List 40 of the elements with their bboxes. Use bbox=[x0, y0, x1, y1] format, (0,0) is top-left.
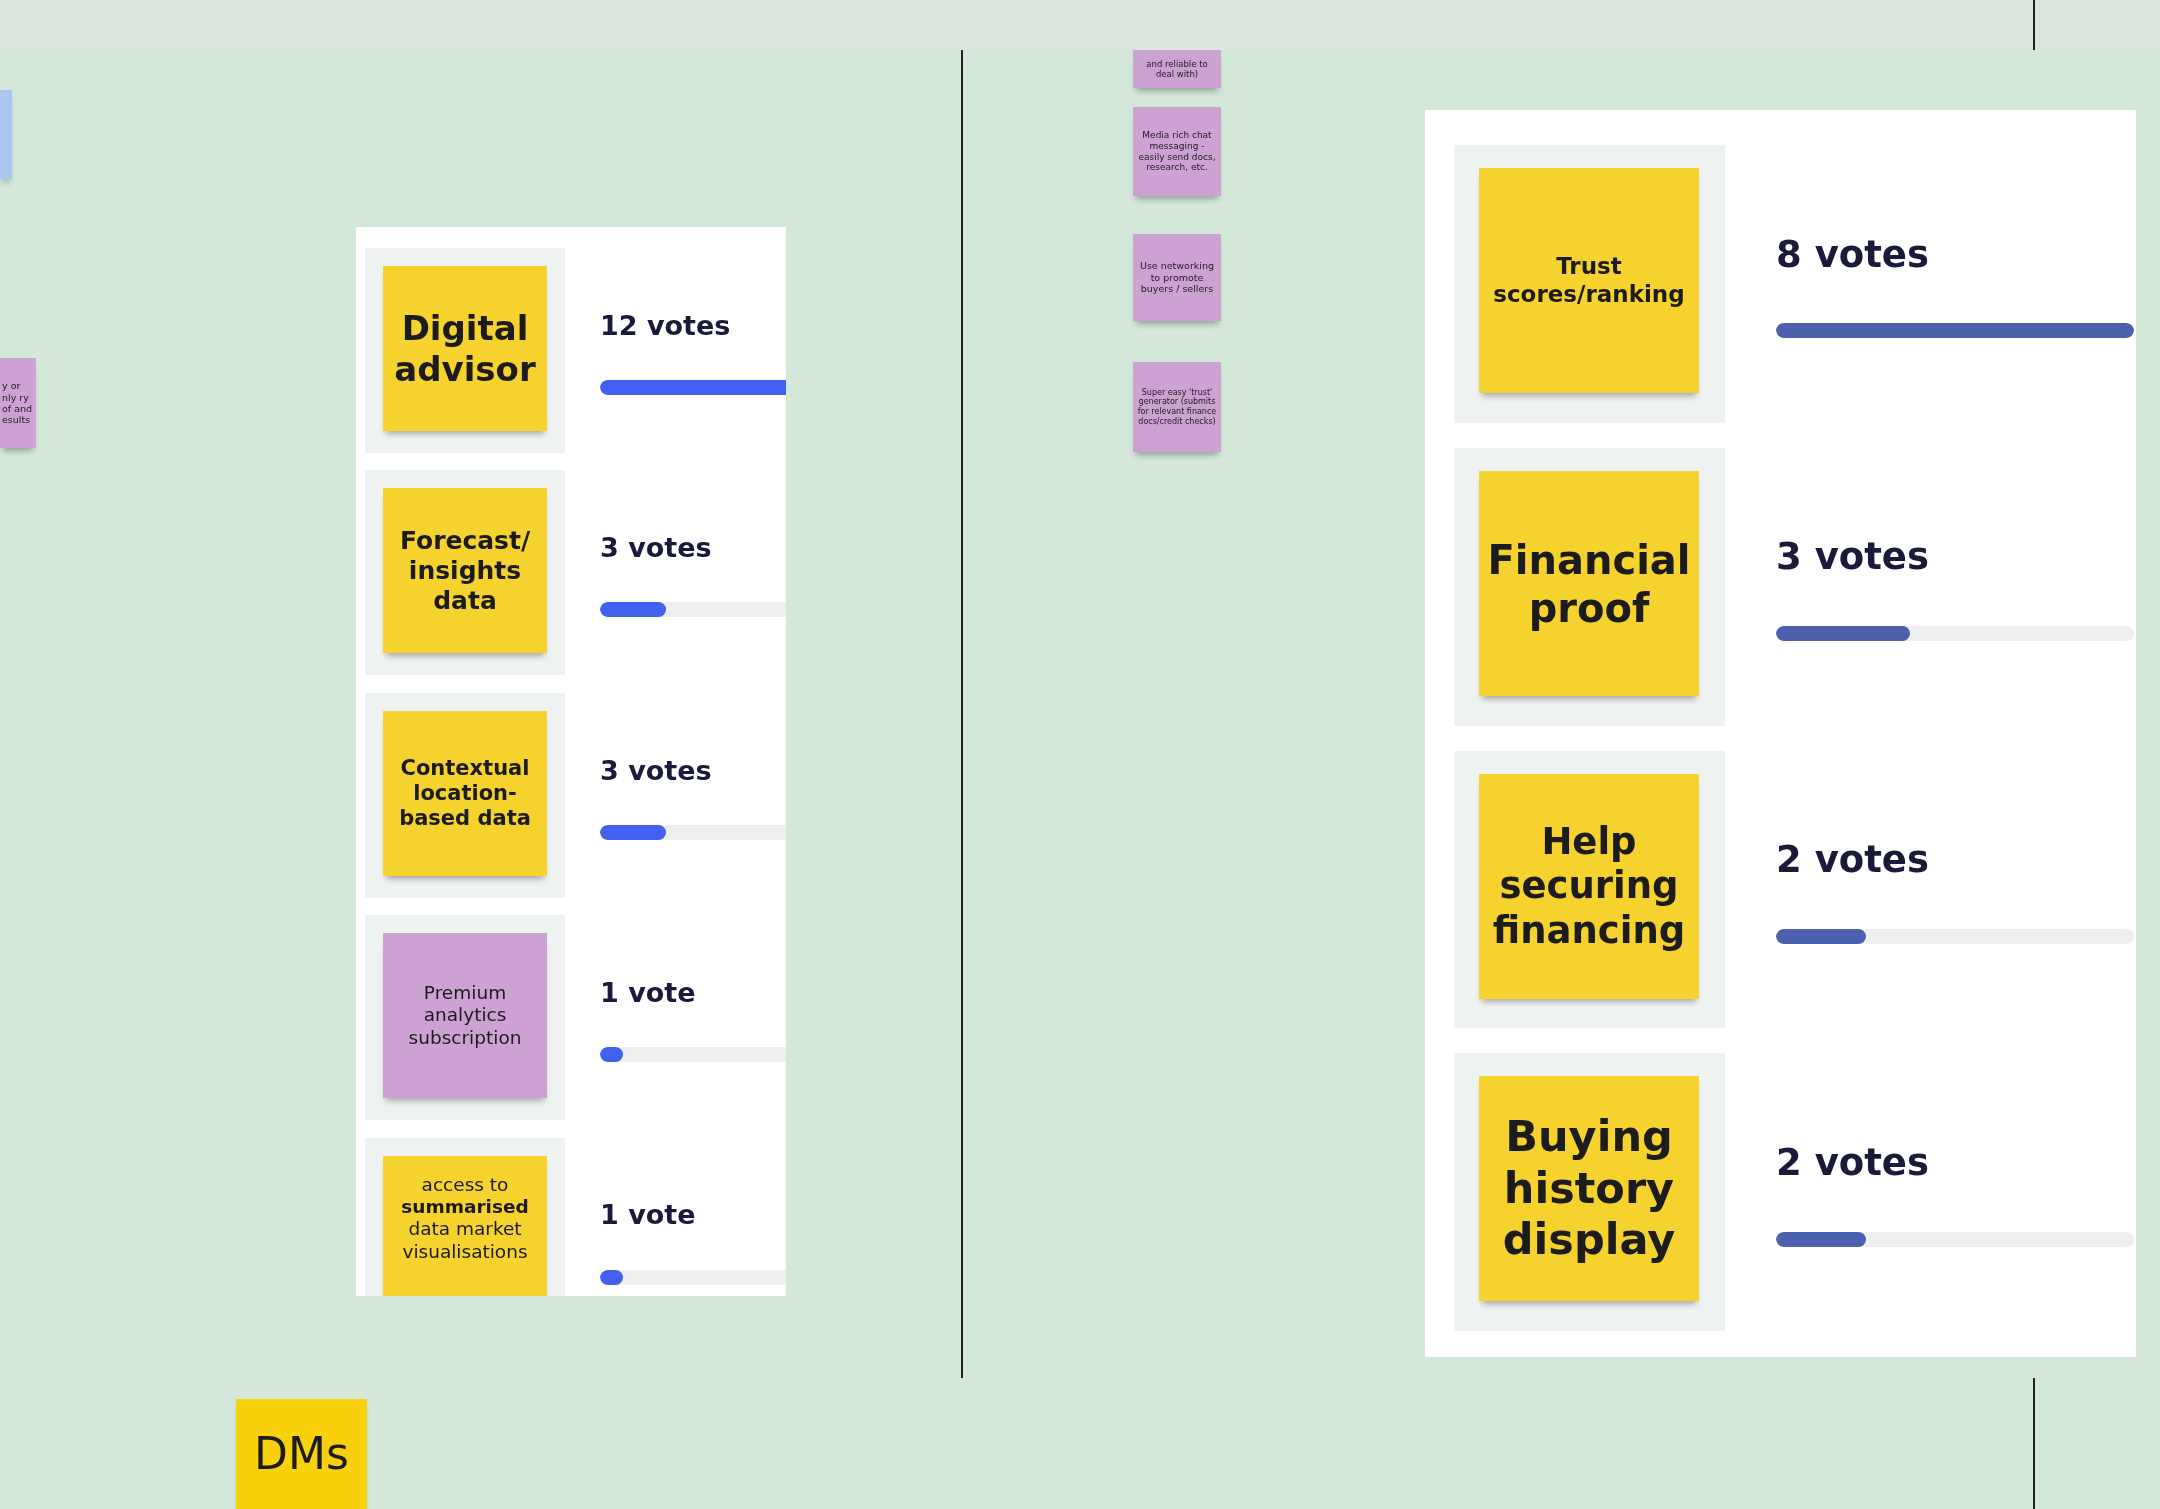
note-text: DMs bbox=[254, 1427, 349, 1481]
vote-count: 1 vote bbox=[600, 1199, 696, 1230]
note-text: Forecast/ insights data bbox=[398, 525, 532, 616]
vote-count: 3 votes bbox=[1776, 535, 1929, 578]
note-text: Media rich chat messaging - easily send docs, research, etc. bbox=[1137, 129, 1217, 174]
vote-count: 3 votes bbox=[600, 532, 712, 563]
sticky-note bbox=[0, 90, 12, 179]
sticky-note bbox=[1479, 471, 1699, 696]
note-text: Help securing financing bbox=[1491, 819, 1687, 954]
sticky-note bbox=[1133, 107, 1221, 196]
sticky-note bbox=[383, 266, 547, 431]
note-text: Buying history display bbox=[1501, 1111, 1677, 1266]
sticky-note bbox=[383, 933, 547, 1098]
sticky-note bbox=[1133, 362, 1221, 452]
sticky-note bbox=[236, 1399, 367, 1509]
sticky-note bbox=[0, 358, 36, 448]
vote-count: 1 vote bbox=[600, 977, 696, 1008]
vote-count: 12 votes bbox=[600, 310, 731, 341]
vote-count: 2 votes bbox=[1776, 1141, 1929, 1184]
note-text: access to summarised data market visualisations bbox=[400, 1173, 530, 1263]
sticky-note bbox=[1479, 168, 1699, 393]
sticky-note bbox=[383, 488, 547, 653]
note-text: Trust scores/ranking bbox=[1492, 252, 1686, 309]
vote-count: 3 votes bbox=[600, 755, 712, 786]
sticky-note bbox=[1133, 50, 1221, 88]
note-text: Financial proof bbox=[1486, 535, 1692, 632]
note-text: Contextual location-based data bbox=[398, 755, 532, 832]
sticky-note bbox=[383, 1156, 547, 1296]
vote-count: 2 votes bbox=[1776, 838, 1929, 881]
note-text: Premium analytics subscription bbox=[407, 982, 523, 1049]
vote-count: 8 votes bbox=[1776, 233, 1929, 276]
note-text: and reliable to deal with) bbox=[1145, 58, 1209, 80]
note-text: Use networking to promote buyers / sellers bbox=[1138, 260, 1215, 295]
note-text: y or nly ry of and esults bbox=[2, 380, 34, 426]
sticky-note bbox=[1479, 1076, 1699, 1301]
sticky-note bbox=[383, 711, 547, 876]
sticky-note bbox=[1133, 234, 1221, 321]
note-text: Super easy 'trust' generator (submits for relevant finance docs/credit checks) bbox=[1137, 387, 1217, 427]
note-text: Digital advisor bbox=[393, 307, 537, 390]
sticky-note bbox=[1479, 774, 1699, 999]
